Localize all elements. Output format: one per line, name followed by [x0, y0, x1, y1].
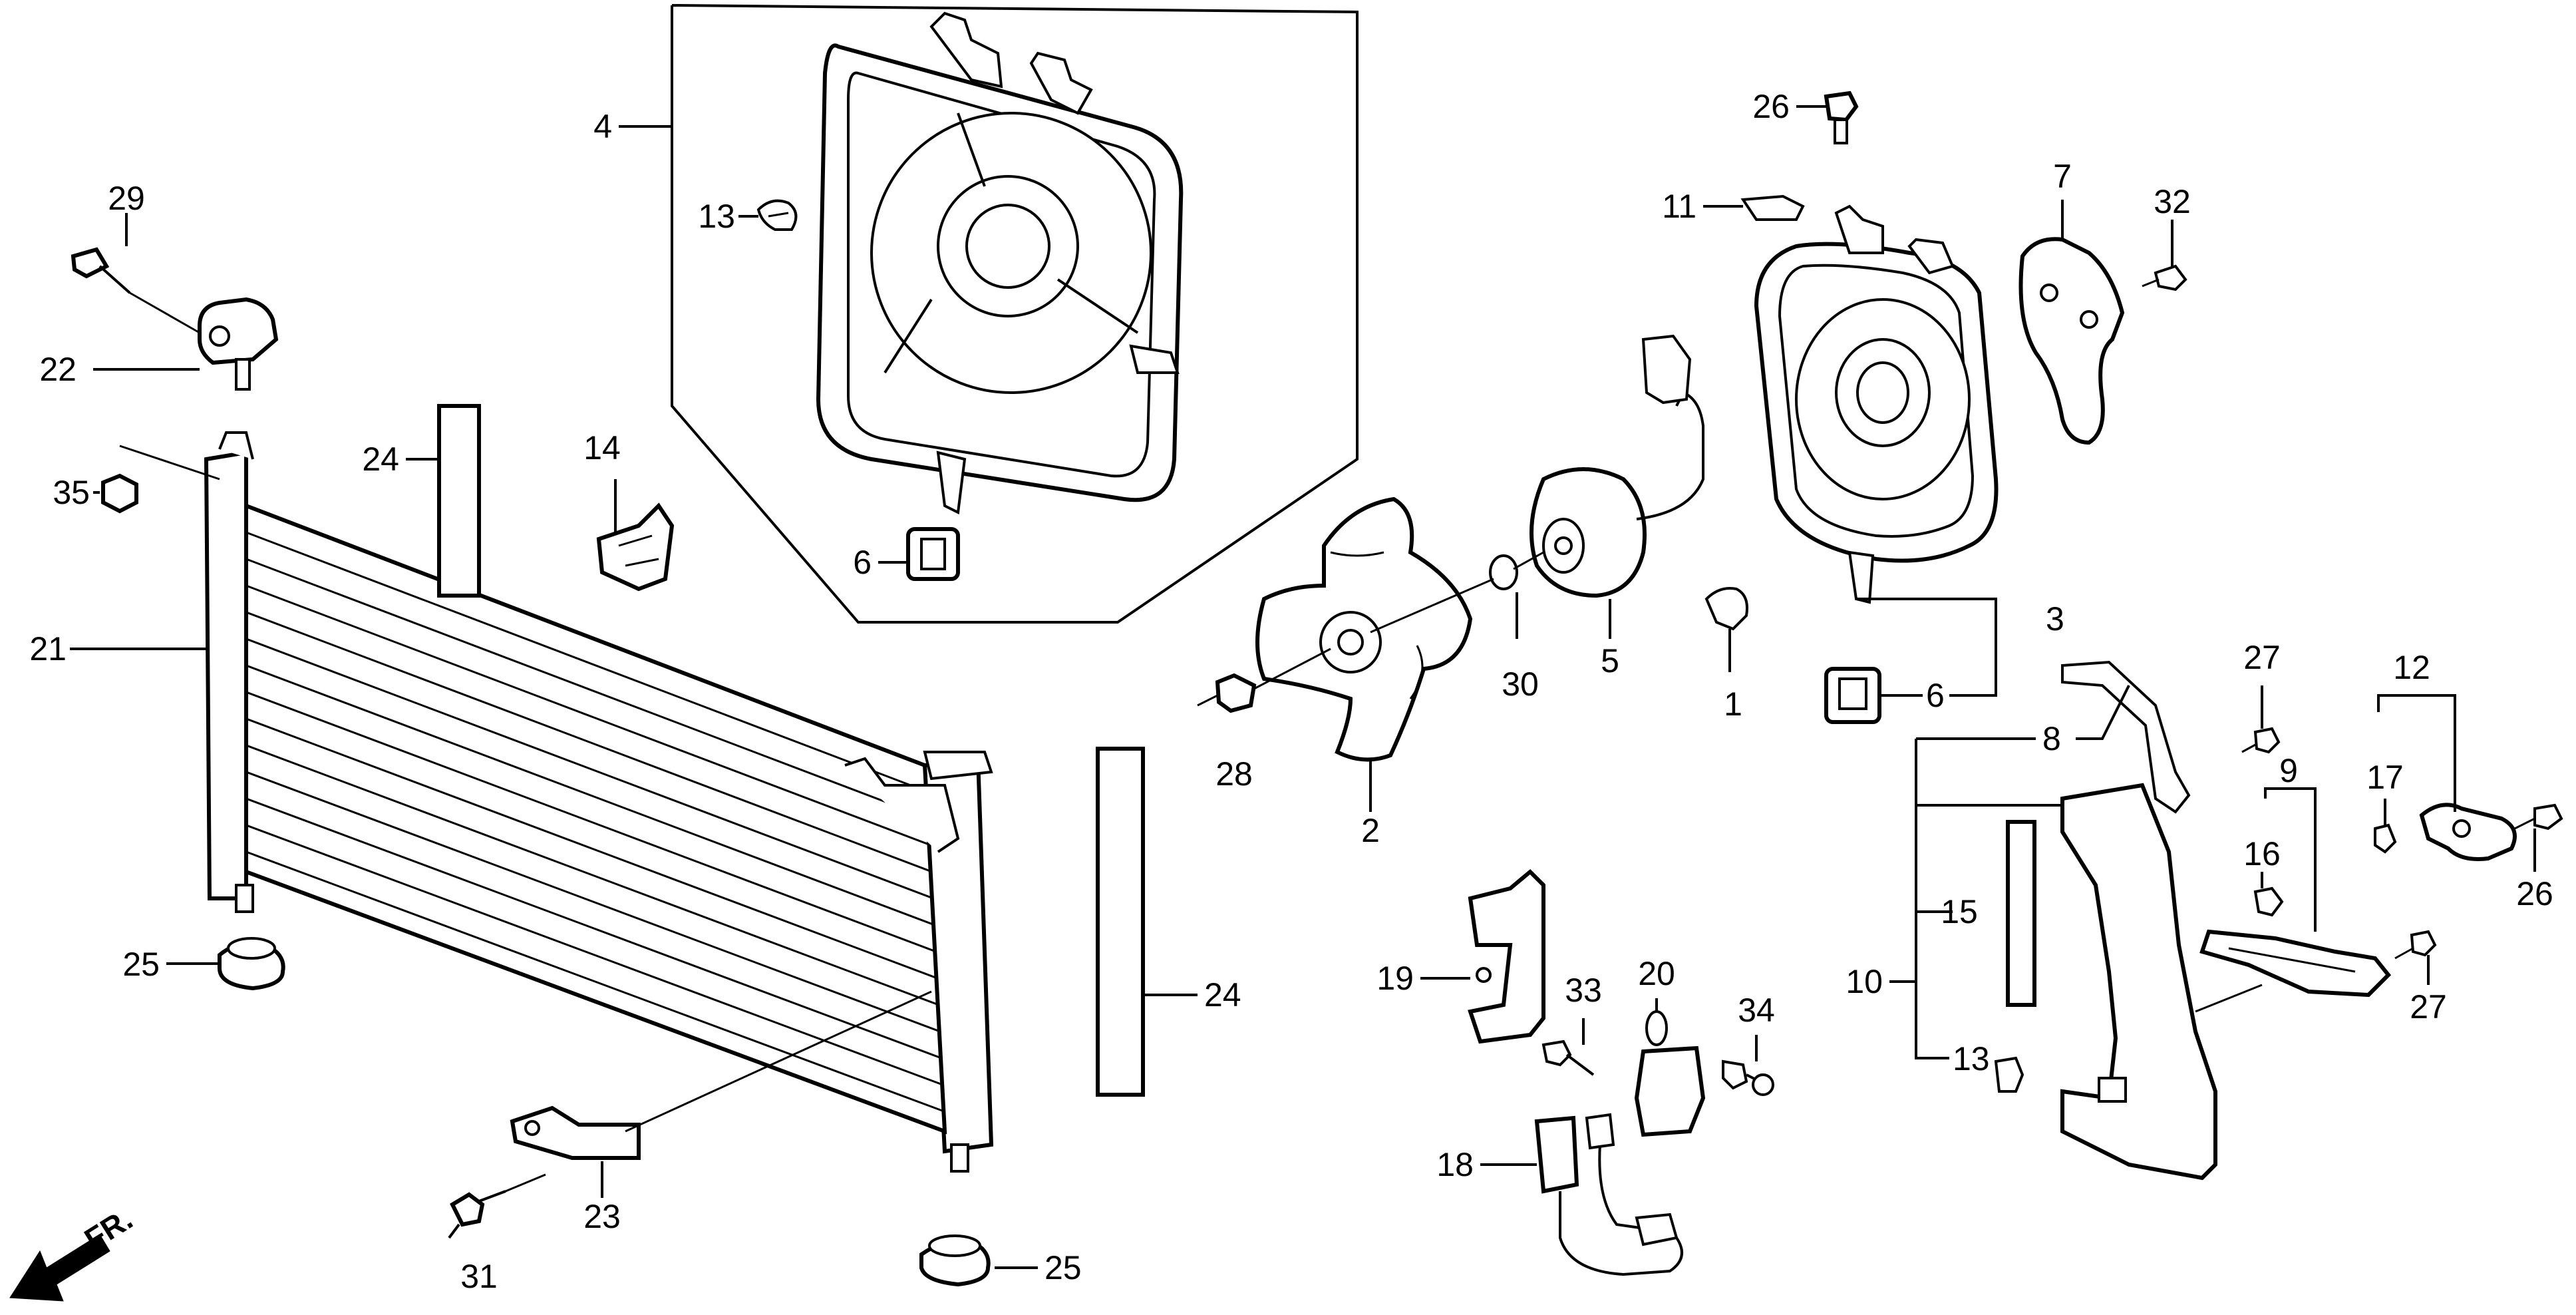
label-10: 10: [1846, 963, 1883, 1000]
bolt-32: [2142, 264, 2187, 291]
cushion-24a: [437, 404, 481, 598]
label-3: 3: [2046, 600, 2064, 638]
bracket-9: [2195, 929, 2392, 1013]
front-direction-arrow: [9, 1234, 110, 1302]
clip-11: [1740, 194, 1805, 221]
bolt-34: [1722, 1059, 1774, 1096]
label-4: 4: [593, 108, 612, 145]
label-6b: 6: [1926, 677, 1945, 714]
label-24a: 24: [362, 441, 399, 478]
label-27b: 27: [2410, 988, 2447, 1026]
label-35: 35: [53, 474, 90, 511]
label-26b: 26: [2516, 875, 2553, 912]
clip-16: [2253, 886, 2284, 917]
bolt-31: [450, 1173, 546, 1227]
relay-20: [1634, 1010, 1706, 1137]
label-27a: 27: [2243, 639, 2281, 676]
fan-motor-5: [1513, 334, 1704, 598]
label-5: 5: [1601, 642, 1619, 679]
bolt-27b: [2394, 930, 2437, 960]
part-number-labels: 29 22 35 21 25 25 24 24 4 13 14 6 23 31 …: [29, 88, 2553, 1295]
label-25b: 25: [1045, 1249, 1082, 1286]
label-34: 34: [1738, 992, 1775, 1029]
fan-shroud-right: [1754, 204, 1999, 604]
clip-1: [1704, 587, 1748, 631]
label-30: 30: [1502, 665, 1539, 703]
fan-2: [1255, 496, 1473, 762]
label-15: 15: [1941, 893, 1978, 930]
bolt-29: [71, 247, 200, 334]
clip-13a: [756, 199, 798, 231]
bolt-26b: [2514, 803, 2563, 831]
rubber-mount-6a: [906, 527, 960, 581]
grommet-25b: [919, 1234, 991, 1287]
bolt-33: [1541, 1039, 1595, 1076]
grommet-25a: [218, 937, 285, 991]
nut-35: [101, 445, 220, 514]
bracket-14: [596, 502, 675, 592]
label-11: 11: [1662, 188, 1696, 225]
harness-18: [1534, 1113, 1683, 1276]
label-18: 18: [1436, 1146, 1474, 1183]
rubber-mount-6b: [1824, 667, 1881, 724]
clip-17: [2374, 823, 2397, 854]
label-29: 29: [108, 180, 145, 217]
label-19: 19: [1376, 960, 1414, 997]
condenser-21: [204, 431, 994, 1173]
label-33: 33: [1565, 972, 1602, 1009]
label-2: 2: [1361, 812, 1380, 849]
clip-13b: [1994, 1056, 2024, 1093]
label-8: 8: [2042, 720, 2061, 757]
clamp-12: [2419, 803, 2517, 861]
label-16: 16: [2243, 835, 2281, 872]
label-21: 21: [29, 630, 67, 667]
shroud-group-box: [671, 4, 1359, 624]
label-31: 31: [460, 1258, 498, 1295]
bracket-19: [1468, 868, 1545, 1044]
label-26a: 26: [1752, 88, 1790, 125]
label-32: 32: [2154, 183, 2191, 220]
label-14: 14: [583, 429, 621, 467]
label-6a: 6: [853, 544, 872, 581]
bracket-10: [2060, 783, 2217, 1181]
stay-8: [2061, 660, 2191, 814]
label-24b: 24: [1204, 976, 1241, 1014]
label-13a: 13: [698, 198, 735, 235]
label-12: 12: [2393, 649, 2430, 686]
label-9: 9: [2279, 752, 2298, 789]
label-23: 23: [583, 1198, 621, 1235]
label-1: 1: [1724, 685, 1742, 723]
leader-lines: [70, 105, 2536, 1269]
washer-30: [1370, 554, 1518, 634]
label-17: 17: [2366, 759, 2404, 796]
label-20: 20: [1638, 955, 1675, 992]
bolt-27a: [2241, 727, 2281, 754]
seal-strip-15: [2006, 820, 2036, 1007]
nut-28: [1197, 648, 1331, 713]
bolt-26a: [1824, 91, 1859, 144]
condenser-fins: [245, 531, 945, 1113]
cushion-24b: [1096, 747, 1145, 1097]
label-13b: 13: [1953, 1040, 1990, 1077]
bracket-23: [510, 990, 932, 1160]
label-22: 22: [39, 351, 77, 388]
label-25a: 25: [122, 946, 160, 983]
label-7: 7: [2053, 158, 2072, 195]
bracket-7: [2018, 237, 2125, 445]
bracket-22: [198, 297, 279, 391]
fan-shroud-left: [816, 11, 1184, 515]
label-28: 28: [1215, 755, 1253, 793]
